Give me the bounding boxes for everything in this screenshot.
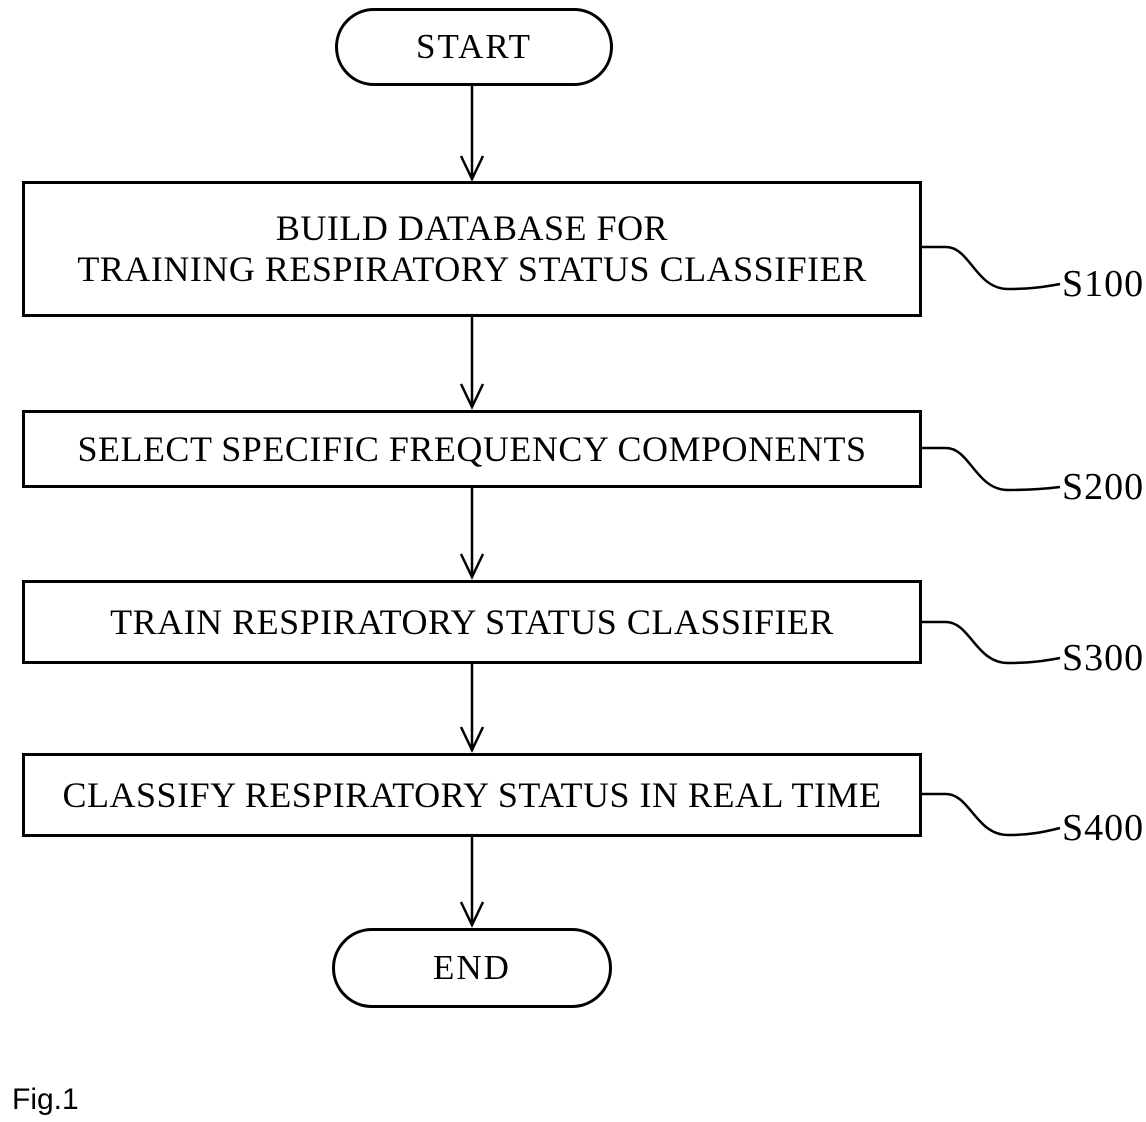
start-label: START — [416, 27, 532, 66]
process-label-line: TRAINING RESPIRATORY STATUS CLASSIFIER — [77, 249, 867, 289]
arrowhead-down-icon — [459, 726, 485, 753]
process-box-train-classifier: TRAIN RESPIRATORY STATUS CLASSIFIER — [22, 580, 922, 664]
process-box-classify-realtime: CLASSIFY RESPIRATORY STATUS IN REAL TIME — [22, 753, 922, 837]
flow-arrow-step1-to-step2 — [459, 317, 485, 410]
start-node: START — [335, 8, 613, 86]
step-ref-s400: S400 — [1062, 807, 1145, 849]
process-box-select-frequency: SELECT SPECIFIC FREQUENCY COMPONENTS — [22, 410, 922, 488]
figure-caption: Fig.1 — [12, 1083, 79, 1116]
arrowhead-down-icon — [459, 901, 485, 928]
flow-arrow-step2-to-step3 — [459, 488, 485, 580]
end-node: END — [332, 928, 612, 1008]
flow-arrow-step3-to-step4 — [459, 664, 485, 753]
step-ref-s200: S200 — [1062, 466, 1145, 508]
leader-curve-s100 — [922, 245, 1061, 291]
process-label-line: SELECT SPECIFIC FREQUENCY COMPONENTS — [77, 428, 867, 469]
arrowhead-down-icon — [459, 383, 485, 410]
flow-arrow-start-to-step1 — [459, 86, 485, 182]
flow-arrow-step4-to-end — [459, 837, 485, 928]
arrowhead-down-icon — [459, 553, 485, 580]
end-label: END — [433, 948, 511, 987]
leader-curve-s400 — [922, 792, 1061, 837]
leader-curve-s200 — [922, 446, 1061, 492]
process-label-line: BUILD DATABASE FOR — [275, 208, 669, 248]
process-box-build-database: BUILD DATABASE FOR TRAINING RESPIRATORY … — [22, 181, 922, 317]
step-ref-s100: S100 — [1062, 263, 1145, 305]
step-ref-s300: S300 — [1062, 637, 1145, 679]
leader-curve-s300 — [922, 620, 1061, 665]
process-label-line: CLASSIFY RESPIRATORY STATUS IN REAL TIME — [62, 774, 882, 815]
arrowhead-down-icon — [459, 155, 485, 182]
process-label-line: TRAIN RESPIRATORY STATUS CLASSIFIER — [110, 601, 834, 642]
